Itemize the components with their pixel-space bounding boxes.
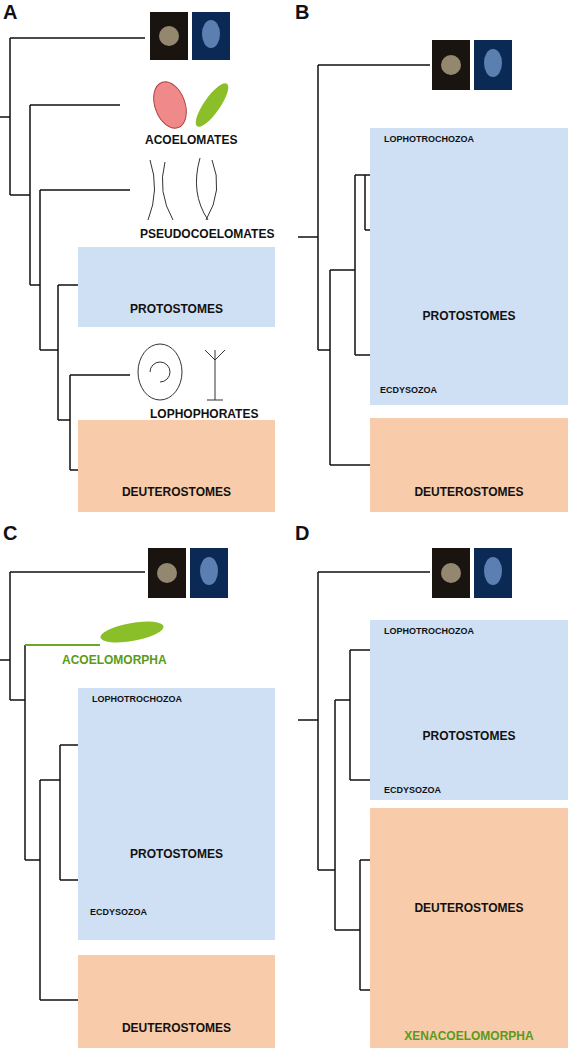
clade-band-blue: LOPHOTROCHOZOA PROTOSTOMES ECDYSOZOA (78, 688, 275, 940)
group-label: LOPHOPHORATES (150, 408, 258, 420)
panel-letter: B (295, 2, 309, 22)
green-branch (25, 644, 100, 646)
clade-band-blue: LOPHOTROCHOZOA PROTOSTOMES ECDYSOZOA (370, 620, 568, 800)
clade-name: XENACOELOMORPHA (370, 1030, 568, 1042)
clade-name: DEUTEROSTOMES (370, 902, 568, 914)
group-label: ACOELOMATES (145, 134, 237, 146)
clade-name: DEUTEROSTOMES (370, 486, 568, 498)
clade-band-orange: DEUTEROSTOMES XENACOELOMORPHA (370, 808, 568, 1048)
clade-band-blue: PROTOSTOMES (78, 247, 275, 327)
clade-band-blue: LOPHOTROCHOZOA PROTOSTOMES ECDYSOZOA (370, 128, 568, 405)
panel-letter: D (295, 523, 309, 543)
clade-band-orange: DEUTEROSTOMES (370, 418, 568, 512)
clade-band-orange: DEUTEROSTOMES (78, 955, 275, 1048)
clade-name: DEUTEROSTOMES (78, 486, 275, 498)
panel-letter: C (3, 523, 17, 543)
clade-name: PROTOSTOMES (370, 310, 568, 322)
tree-lines (0, 38, 430, 1010)
panel-letter: A (3, 2, 17, 22)
clade-name: LOPHOTROCHOZOA (384, 135, 474, 144)
clade-name: PROTOSTOMES (78, 303, 275, 315)
group-label: ACOELOMORPHA (62, 654, 167, 666)
group-label: PSEUDOCOELOMATES (140, 228, 274, 240)
clade-name: LOPHOTROCHOZOA (92, 695, 182, 704)
clade-band-orange: DEUTEROSTOMES (78, 420, 275, 512)
clade-name: PROTOSTOMES (78, 848, 275, 860)
clade-name: ECDYSOZOA (384, 786, 441, 795)
clade-name: PROTOSTOMES (370, 730, 568, 742)
clade-name: LOPHOTROCHOZOA (384, 627, 474, 636)
clade-name: DEUTEROSTOMES (78, 1022, 275, 1034)
clade-name: ECDYSOZOA (90, 908, 147, 917)
clade-name: ECDYSOZOA (380, 386, 437, 395)
